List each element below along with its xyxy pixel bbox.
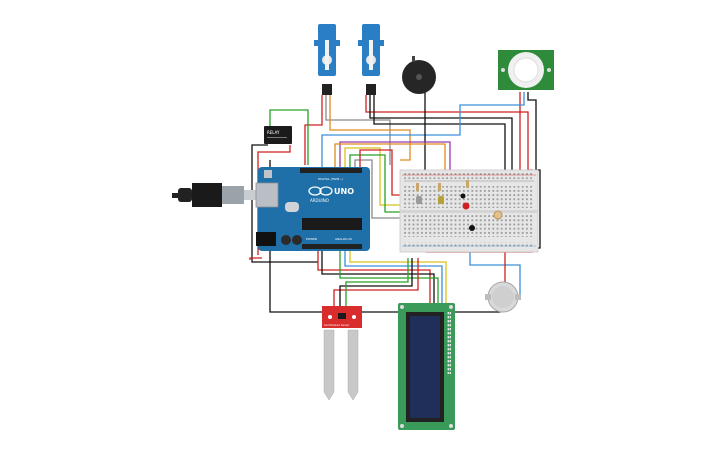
resistor — [438, 183, 441, 191]
gas-sensor-icon[interactable] — [485, 281, 522, 314]
usb-cable-icon — [172, 183, 264, 207]
led-icon — [438, 196, 444, 204]
relay-icon[interactable]: RELAY — [264, 126, 292, 144]
wire-blue — [321, 92, 525, 170]
breadboard[interactable] — [399, 169, 539, 253]
digital-label: DIGITAL (PWM~) — [318, 177, 343, 181]
wire-green — [339, 250, 439, 305]
wire-black — [339, 258, 413, 306]
wire-black — [373, 95, 506, 170]
led-icon — [416, 196, 422, 204]
relay-label: RELAY — [267, 130, 280, 135]
wire-black — [321, 250, 435, 305]
capacitor — [281, 235, 291, 245]
usb-port — [255, 182, 279, 208]
wire-green — [269, 109, 309, 165]
analog-header — [302, 244, 362, 249]
board-brand-text: ARDUINO — [310, 198, 329, 203]
push-button-icon[interactable] — [460, 193, 466, 199]
servo-icon[interactable] — [358, 24, 384, 95]
servo-icon[interactable] — [314, 24, 340, 95]
wire-red — [249, 257, 262, 260]
pir-sensor-icon[interactable] — [498, 50, 554, 90]
digital-header — [300, 168, 362, 173]
push-button-icon[interactable] — [469, 225, 475, 231]
power-label: POWER — [306, 237, 317, 241]
wire-orange — [329, 95, 411, 161]
led-icon — [462, 202, 470, 210]
potentiometer-icon[interactable] — [493, 210, 503, 220]
reset-button[interactable] — [264, 170, 272, 178]
board-logo-text: UNO — [334, 187, 354, 196]
wire-red — [317, 250, 431, 305]
wire-red — [333, 258, 419, 306]
wire-red — [304, 95, 323, 165]
power-jack — [256, 232, 276, 246]
atmega-chip — [302, 218, 362, 230]
wire-blue — [344, 250, 443, 305]
wire-black — [369, 95, 513, 170]
crystal — [285, 202, 299, 212]
soil-sensor-label: Soil Moisture Sensor — [324, 323, 350, 327]
arduino-logo-icon — [308, 186, 333, 196]
wire-orange — [334, 143, 446, 182]
wire-red — [519, 92, 529, 170]
resistor — [466, 180, 469, 188]
wire-red — [365, 95, 521, 170]
wire-yellow — [349, 250, 447, 305]
wire-green — [345, 258, 409, 306]
analog-label: ANALOG IN — [335, 237, 352, 241]
resistor — [416, 183, 419, 191]
capacitor — [292, 235, 302, 245]
wire-black — [527, 92, 537, 170]
arduino-uno-board[interactable]: UNO ARDUINO DIGITAL (PWM~) POWER ANALOG … — [255, 167, 370, 251]
lcd-icon[interactable] — [398, 303, 455, 430]
soil-probe-icon[interactable]: Soil Moisture Sensor — [322, 306, 362, 401]
wire-black — [251, 144, 318, 263]
buzzer-icon[interactable] — [402, 56, 436, 94]
